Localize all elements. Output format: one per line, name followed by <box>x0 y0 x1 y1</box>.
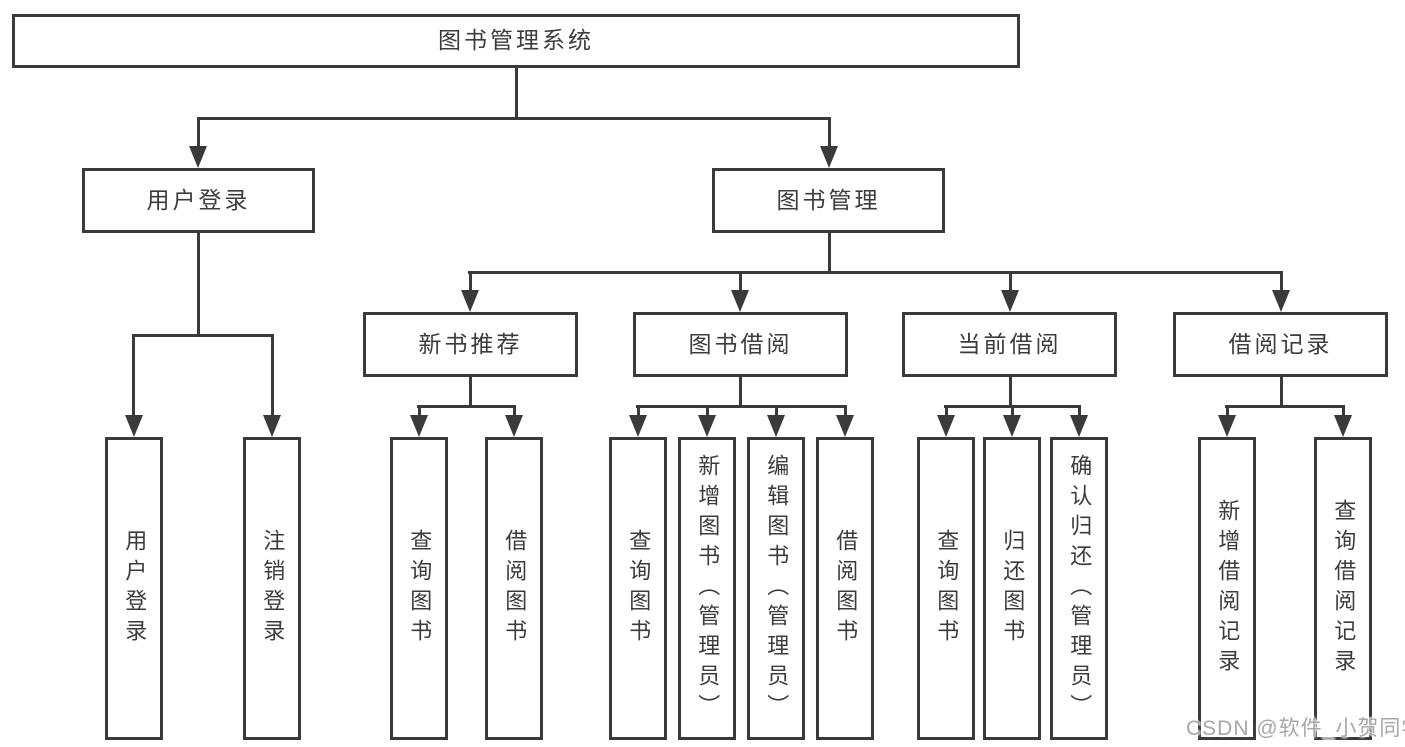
connector-line <box>637 405 640 418</box>
leaf-bb-borrow-books-label: 借阅图书 <box>833 528 859 649</box>
leaf-nbr-query-books: 查询图书 <box>390 437 448 740</box>
node-root-label: 图书管理系统 <box>438 27 594 54</box>
leaf-logout-label: 注销登录 <box>260 528 286 649</box>
node-book-borrowing: 图书借阅 <box>633 312 848 377</box>
connector-line <box>706 405 709 418</box>
connector-arrow <box>505 415 523 437</box>
connector-line <box>515 68 518 120</box>
node-user-login: 用户登录 <box>82 168 315 233</box>
connector-arrow <box>820 146 838 168</box>
connector-arrow <box>698 415 716 437</box>
connector-line <box>271 334 274 418</box>
connector-line <box>132 334 135 418</box>
node-book-management-label: 图书管理 <box>776 186 881 213</box>
connector-line <box>844 405 847 418</box>
csdn-watermark: CSDN @软件_小贺同学 <box>1186 717 1405 740</box>
leaf-br-query-record: 查询借阅记录 <box>1314 437 1372 740</box>
connector-line <box>469 377 472 407</box>
leaf-cb-query-books-label: 查询图书 <box>934 528 960 649</box>
connector-line <box>828 233 831 274</box>
leaf-cb-confirm-return-admin: 确认归还（管理员） <box>1050 437 1108 740</box>
connector-line <box>197 117 831 120</box>
leaf-cb-query-books: 查询图书 <box>917 437 975 740</box>
connector-arrow <box>125 415 143 437</box>
leaf-cb-return-books: 归还图书 <box>983 437 1041 740</box>
connector-arrow <box>1003 415 1021 437</box>
leaf-nbr-borrow-books-label: 借阅图书 <box>502 528 528 649</box>
connector-line <box>945 405 948 418</box>
connector-line <box>1226 405 1229 418</box>
connector-line <box>469 271 472 293</box>
node-current-borrowing-label: 当前借阅 <box>957 330 1062 357</box>
connector-line <box>513 405 516 418</box>
connector-arrow <box>731 290 749 312</box>
connector-arrow <box>263 415 281 437</box>
leaf-br-add-record-label: 新增借阅记录 <box>1215 498 1241 679</box>
node-current-borrowing: 当前借阅 <box>902 312 1117 377</box>
connector-line <box>417 405 516 408</box>
connector-arrow <box>1272 290 1290 312</box>
connector-arrow <box>767 415 785 437</box>
leaf-bb-borrow-books: 借阅图书 <box>816 437 874 740</box>
node-borrowing-records-label: 借阅记录 <box>1228 330 1333 357</box>
connector-line <box>132 334 274 337</box>
node-book-borrowing-label: 图书借阅 <box>688 330 793 357</box>
leaf-bb-add-books-admin-label: 新增图书（管理员） <box>695 453 721 724</box>
connector-line <box>1280 271 1283 293</box>
node-root: 图书管理系统 <box>12 14 1020 68</box>
leaf-user-login: 用户登录 <box>105 437 163 740</box>
connector-line <box>1009 377 1012 407</box>
connector-line <box>1280 377 1283 407</box>
node-user-login-label: 用户登录 <box>146 186 251 213</box>
leaf-nbr-query-books-label: 查询图书 <box>407 528 433 649</box>
connector-arrow <box>1334 415 1352 437</box>
connector-arrow <box>410 415 428 437</box>
connector-arrow <box>1218 415 1236 437</box>
connector-arrow <box>189 146 207 168</box>
leaf-br-add-record: 新增借阅记录 <box>1198 437 1256 740</box>
leaf-nbr-borrow-books: 借阅图书 <box>485 437 543 740</box>
leaf-br-query-record-label: 查询借阅记录 <box>1331 498 1357 679</box>
connector-arrow <box>937 415 955 437</box>
leaf-bb-query-books-label: 查询图书 <box>626 528 652 649</box>
node-borrowing-records: 借阅记录 <box>1173 312 1388 377</box>
connector-line <box>775 405 778 418</box>
connector-line <box>739 377 742 407</box>
connector-line <box>197 233 200 337</box>
leaf-logout: 注销登录 <box>243 437 301 740</box>
leaf-user-login-label: 用户登录 <box>122 528 148 649</box>
connector-line <box>739 271 742 293</box>
connector-line <box>636 405 847 408</box>
leaf-cb-confirm-return-admin-label: 确认归还（管理员） <box>1067 453 1093 724</box>
node-new-book-recommend: 新书推荐 <box>363 312 578 377</box>
leaf-bb-edit-books-admin-label: 编辑图书（管理员） <box>764 453 790 724</box>
connector-line <box>1011 405 1014 418</box>
node-new-book-recommend-label: 新书推荐 <box>418 330 523 357</box>
connector-line <box>418 405 421 418</box>
leaf-cb-return-books-label: 归还图书 <box>1000 528 1026 649</box>
leaf-bb-add-books-admin: 新增图书（管理员） <box>678 437 736 740</box>
connector-line <box>1078 405 1081 418</box>
connector-line <box>468 271 1283 274</box>
leaf-bb-edit-books-admin: 编辑图书（管理员） <box>747 437 805 740</box>
leaf-bb-query-books: 查询图书 <box>609 437 667 740</box>
connector-arrow <box>836 415 854 437</box>
connector-arrow <box>1001 290 1019 312</box>
connector-arrow <box>1070 415 1088 437</box>
connector-line <box>1342 405 1345 418</box>
connector-line <box>1009 271 1012 293</box>
connector-arrow <box>461 290 479 312</box>
connector-line <box>197 118 200 150</box>
connector-line <box>1225 405 1345 408</box>
node-book-management: 图书管理 <box>712 168 945 233</box>
connector-line <box>828 118 831 150</box>
connector-arrow <box>629 415 647 437</box>
